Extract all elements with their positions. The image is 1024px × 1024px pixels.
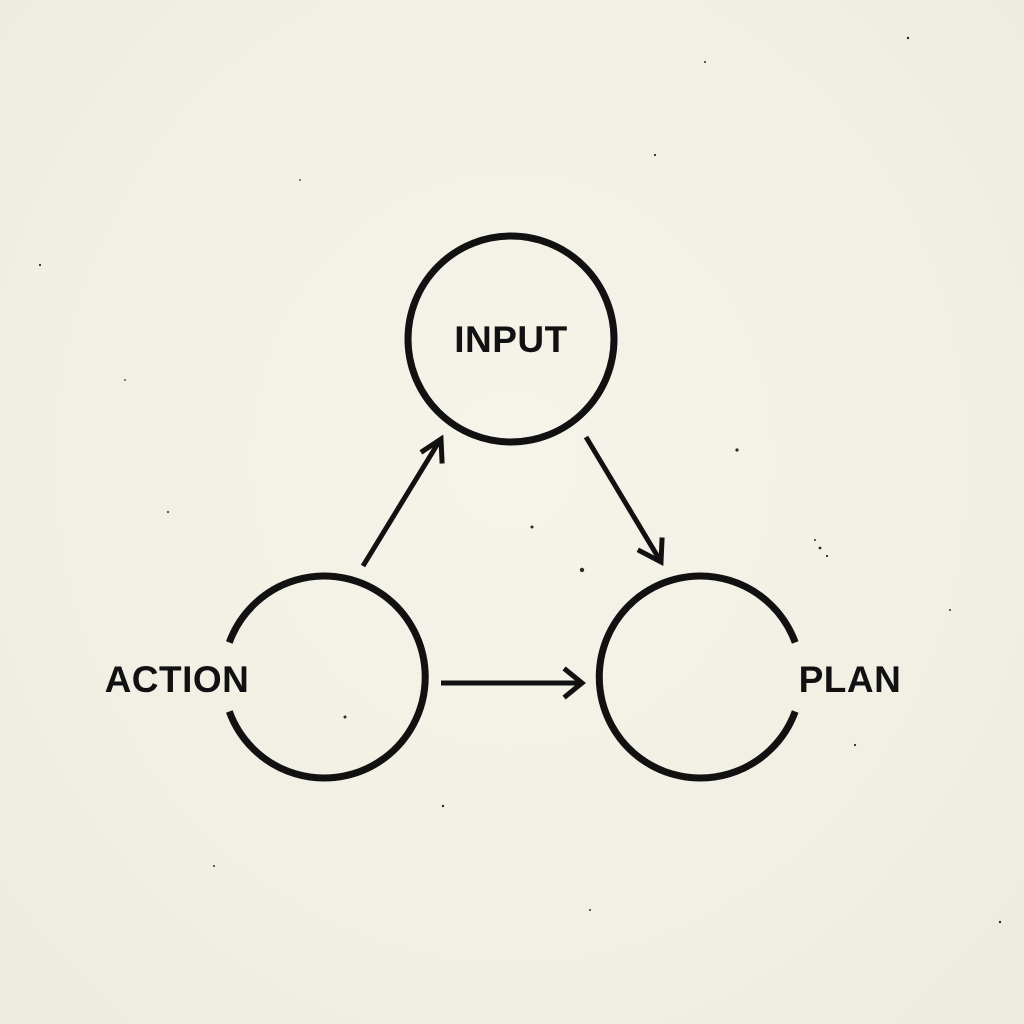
node-action-ring (226, 572, 429, 782)
node-plan: PLAN (595, 572, 902, 782)
node-input-label: INPUT (454, 319, 568, 360)
edge-input-to-plan-arrow (583, 435, 665, 567)
paper-texture (38, 36, 1002, 924)
edge-action-to-plan-arrow (441, 666, 586, 700)
node-action: ACTION (105, 572, 429, 782)
node-plan-label: PLAN (799, 659, 902, 700)
node-plan-ring (595, 572, 799, 782)
edge-action-to-input-arrow (360, 434, 445, 568)
node-action-label: ACTION (105, 659, 250, 700)
node-input: INPUT (404, 232, 618, 446)
node-input-ring (404, 232, 618, 446)
